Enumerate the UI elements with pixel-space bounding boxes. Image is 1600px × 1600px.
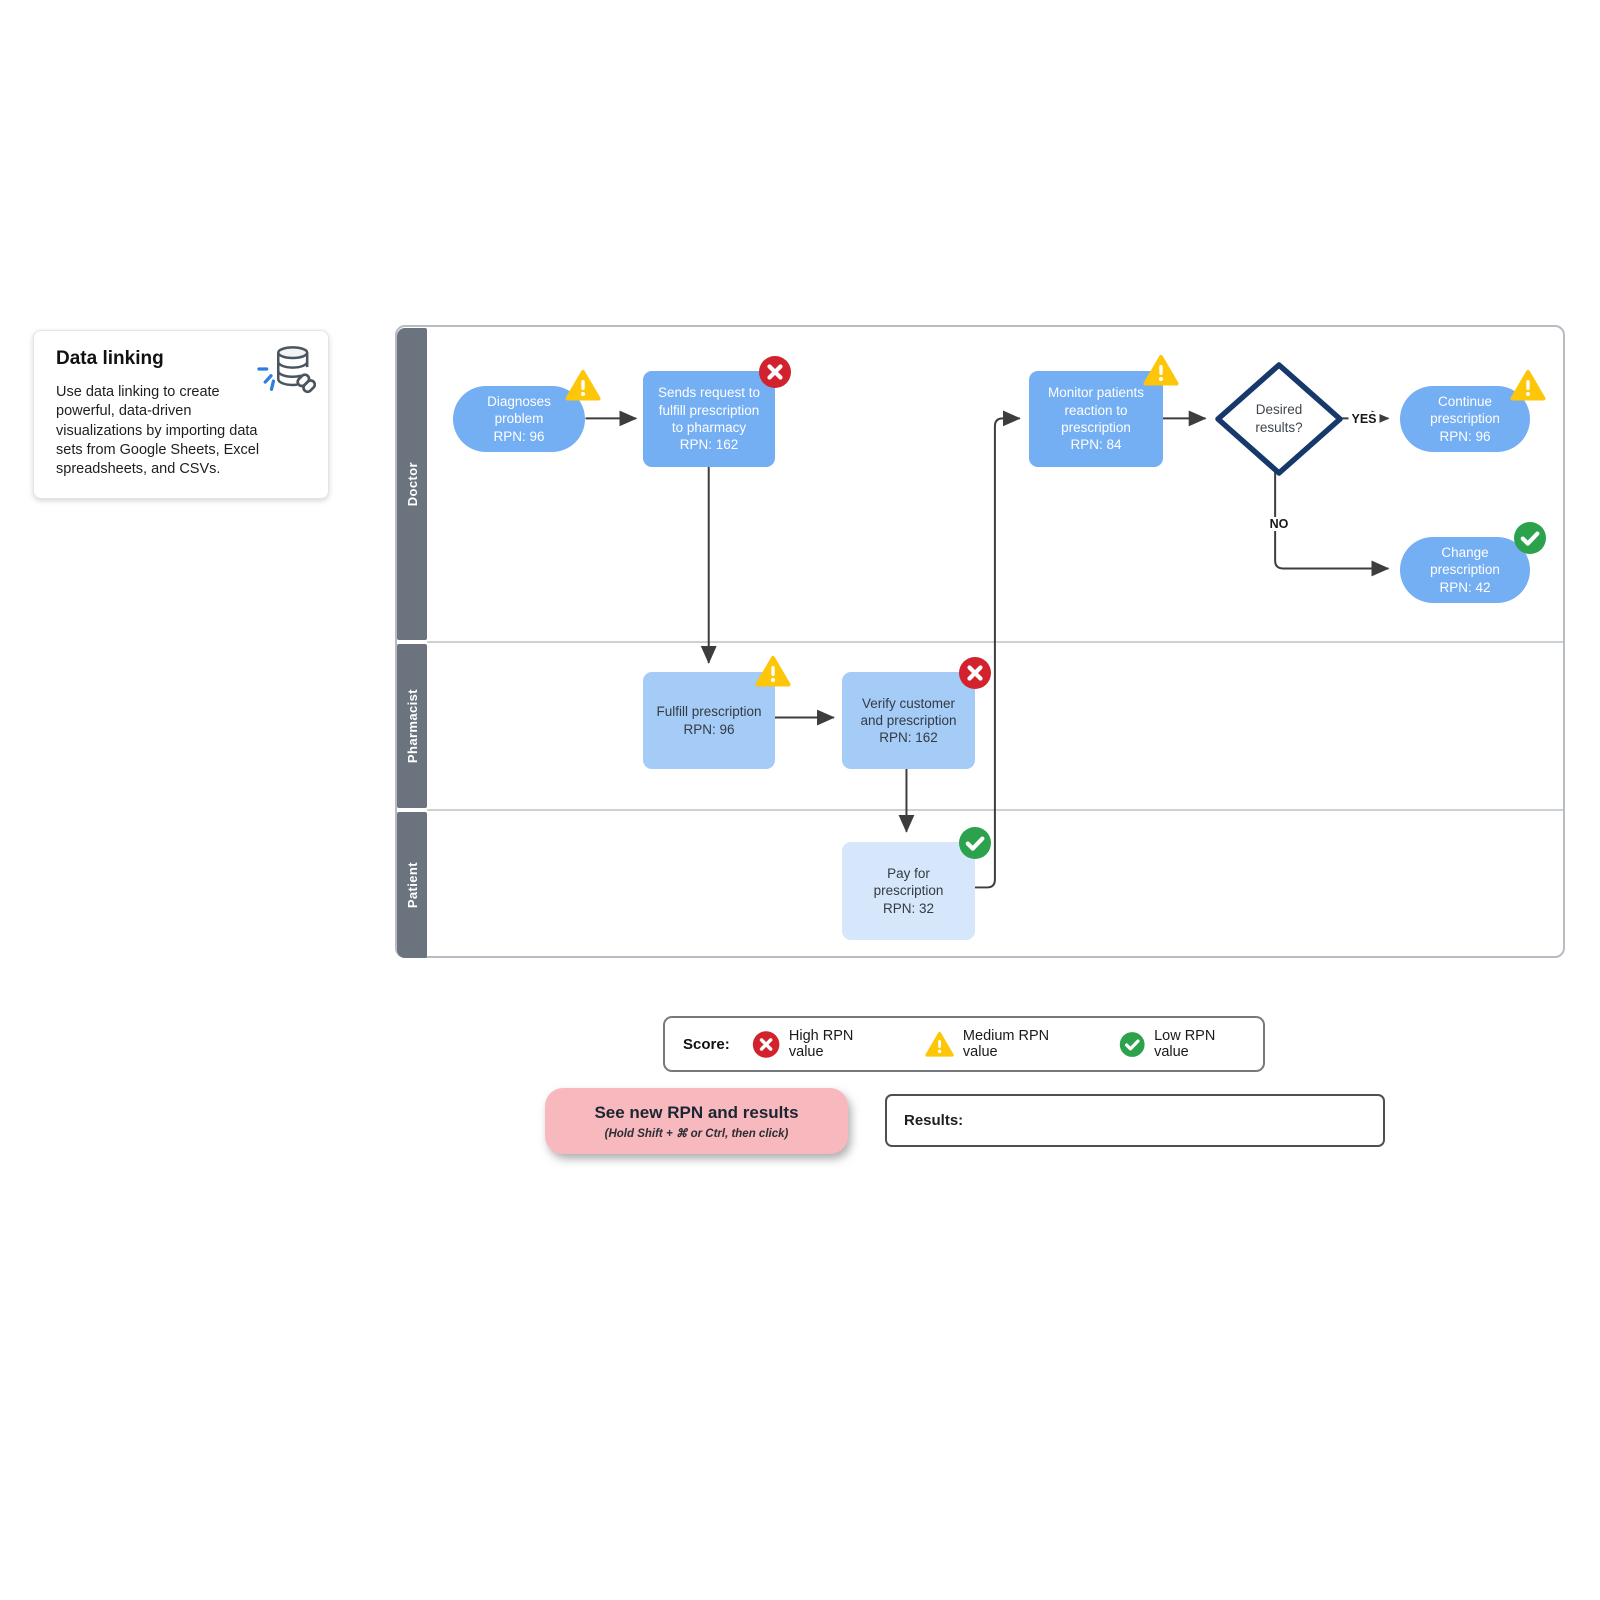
node-verify-customer[interactable]: Verify customer and prescription RPN: 16… xyxy=(842,672,975,769)
node-diagnoses-problem[interactable]: Diagnoses problem RPN: 96 xyxy=(453,370,601,452)
medium-rpn-warning-icon xyxy=(565,370,601,401)
score-legend: Score: High RPN value Medium RPN value L… xyxy=(663,1016,1265,1072)
card-body: Use data linking to create powerful, dat… xyxy=(56,384,260,478)
node-change-prescription[interactable]: Change prescription RPN: 42 xyxy=(1400,537,1530,603)
decision-diamond-shape xyxy=(1215,362,1343,476)
lane-divider xyxy=(427,809,1563,811)
node-continue-prescription[interactable]: Continue prescription RPN: 96 xyxy=(1400,370,1546,452)
swimlane-diagram: Doctor Pharmacist Patient YES NO Diagnos… xyxy=(395,325,1565,958)
low-rpn-success-icon xyxy=(958,826,992,860)
results-box: Results: xyxy=(885,1094,1385,1147)
high-rpn-error-icon xyxy=(958,656,992,690)
lane-label-patient: Patient xyxy=(404,861,420,909)
database-link-icon xyxy=(254,343,317,402)
node-desired-results-decision[interactable]: Desired results? xyxy=(1213,360,1345,478)
score-label: Score: xyxy=(683,1035,730,1053)
medium-rpn-warning-icon xyxy=(1143,355,1179,386)
legend-item-medium: Medium RPN value xyxy=(925,1028,1077,1060)
card-title: Data linking xyxy=(56,348,164,369)
see-new-rpn-button-subtitle: (Hold Shift + ⌘ or Ctrl, then click) xyxy=(604,1127,789,1140)
medium-rpn-warning-icon xyxy=(1510,370,1546,401)
lane-label-doctor: Doctor xyxy=(404,461,420,507)
node-pay-for-prescription[interactable]: Pay for prescription RPN: 32 xyxy=(842,842,975,940)
node-sends-request[interactable]: Sends request to fulfill prescription to… xyxy=(643,371,775,467)
lane-label-pharmacist: Pharmacist xyxy=(404,688,420,764)
low-rpn-success-icon xyxy=(1513,521,1547,555)
legend-label-low: Low RPN value xyxy=(1154,1028,1216,1060)
legend-label-medium: Medium RPN value xyxy=(962,1028,1050,1060)
legend-item-high: High RPN value xyxy=(751,1028,883,1060)
lane-header-doctor[interactable]: Doctor xyxy=(397,328,427,640)
node-fulfill-prescription[interactable]: Fulfill prescription RPN: 96 xyxy=(643,656,791,769)
legend-item-low: Low RPN value xyxy=(1118,1028,1245,1060)
lane-divider xyxy=(427,641,1563,643)
low-rpn-icon xyxy=(1118,1029,1146,1059)
high-rpn-icon xyxy=(751,1028,780,1060)
node-monitor-patients[interactable]: Monitor patients reaction to prescriptio… xyxy=(1029,355,1179,467)
high-rpn-error-icon xyxy=(758,355,792,389)
results-label: Results: xyxy=(904,1112,964,1129)
edge-label-yes: YES xyxy=(1348,412,1380,426)
see-new-rpn-button-title: See new RPN and results xyxy=(594,1102,799,1122)
lane-header-patient[interactable]: Patient xyxy=(397,812,427,958)
medium-rpn-icon xyxy=(925,1031,954,1057)
see-new-rpn-button[interactable]: See new RPN and results (Hold Shift + ⌘ … xyxy=(545,1088,848,1154)
medium-rpn-warning-icon xyxy=(755,656,791,687)
lane-header-pharmacist[interactable]: Pharmacist xyxy=(397,644,427,808)
edge-label-no: NO xyxy=(1266,517,1292,531)
legend-label-high: High RPN value xyxy=(788,1028,854,1060)
data-linking-card: Data linking Use data linking to create … xyxy=(33,330,329,500)
